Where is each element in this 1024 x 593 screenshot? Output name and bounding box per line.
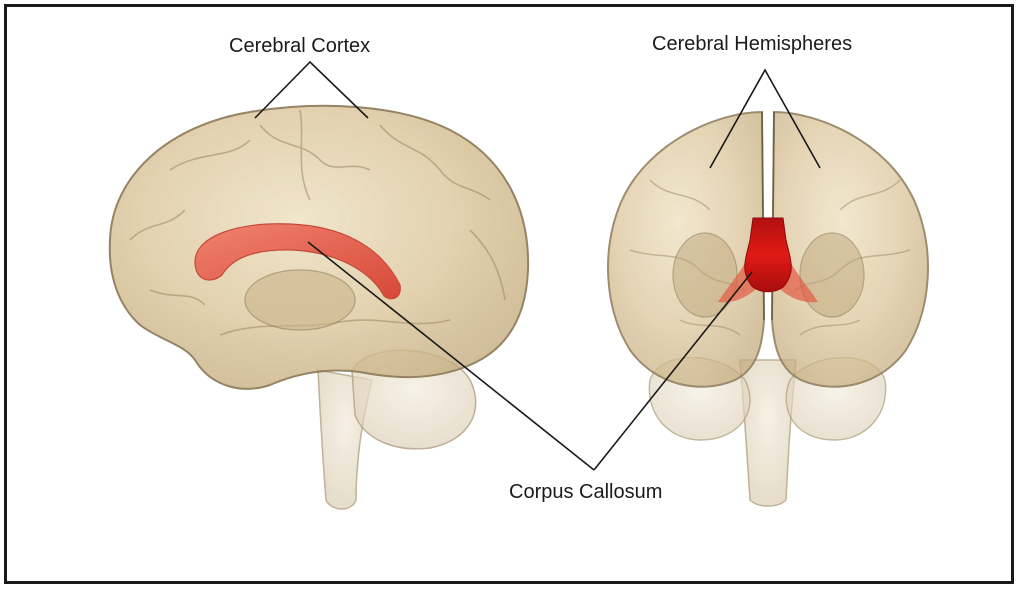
basal-ganglia-right	[799, 232, 865, 318]
cortex-folds-side	[129, 109, 506, 336]
callosum-leader-side	[307, 241, 595, 471]
leader-lines	[254, 60, 821, 471]
basal-ganglia-left	[672, 232, 738, 318]
hemispheres-leader	[709, 68, 821, 169]
thalamus-side	[244, 269, 356, 331]
callosum-leader-front	[593, 271, 753, 471]
cortex-leader	[254, 60, 369, 119]
brain-side-view	[108, 104, 530, 510]
label-cerebral-cortex: Cerebral Cortex	[229, 35, 371, 57]
brain-front-view	[607, 110, 929, 507]
corpus-callosum-side	[194, 223, 401, 300]
label-cerebral-hemispheres: Cerebral Hemispheres	[652, 33, 853, 55]
corpus-callosum-front	[744, 217, 792, 293]
brainstem-front	[739, 359, 797, 507]
label-corpus-callosum: Corpus Callosum	[509, 481, 663, 503]
